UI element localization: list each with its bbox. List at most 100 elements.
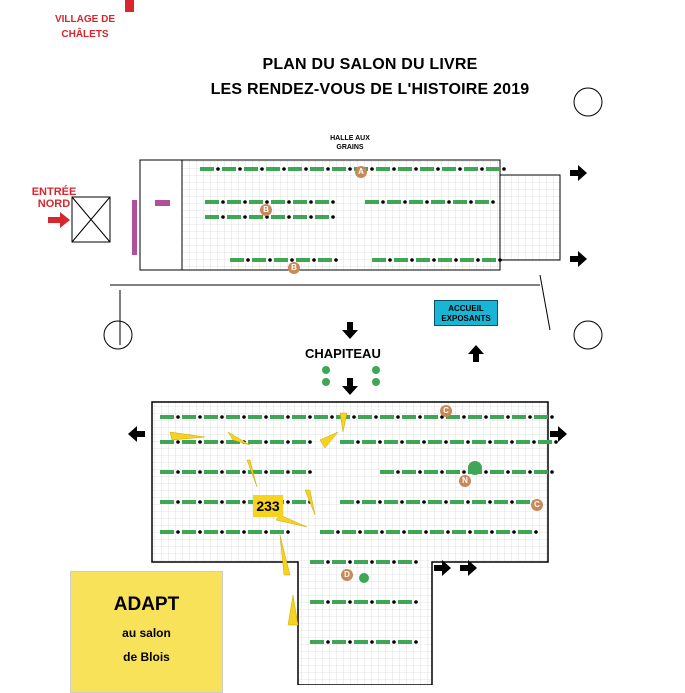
stand xyxy=(402,415,416,419)
stand xyxy=(182,530,196,534)
stand xyxy=(512,415,526,419)
pillar xyxy=(446,530,450,534)
stand xyxy=(472,500,486,504)
pillar xyxy=(290,258,294,262)
pillar xyxy=(550,415,554,419)
stand xyxy=(534,470,548,474)
stand xyxy=(200,167,214,171)
pillar xyxy=(422,440,426,444)
pillar xyxy=(220,470,224,474)
pillar xyxy=(326,640,330,644)
chapiteau-label: CHAPITEAU xyxy=(305,346,381,361)
pillar xyxy=(469,200,473,204)
stand xyxy=(204,500,218,504)
stand xyxy=(446,415,460,419)
stand xyxy=(438,258,452,262)
pillar xyxy=(356,440,360,444)
stand xyxy=(376,600,390,604)
stand xyxy=(486,167,500,171)
pillar xyxy=(476,258,480,262)
pillar xyxy=(491,200,495,204)
stand xyxy=(204,530,218,534)
stand xyxy=(160,530,174,534)
stand xyxy=(205,200,219,204)
pillar xyxy=(286,500,290,504)
pillar xyxy=(216,167,220,171)
pillar xyxy=(466,440,470,444)
stand xyxy=(226,415,240,419)
stand xyxy=(204,470,218,474)
stand xyxy=(292,470,306,474)
pillar xyxy=(370,640,374,644)
pillar xyxy=(447,200,451,204)
pillar xyxy=(370,560,374,564)
pillar xyxy=(436,167,440,171)
pillar xyxy=(264,415,268,419)
stand xyxy=(475,200,489,204)
stand xyxy=(384,500,398,504)
pillar xyxy=(396,470,400,474)
stand xyxy=(292,440,306,444)
pillar xyxy=(221,215,225,219)
stand xyxy=(420,167,434,171)
pillar xyxy=(286,440,290,444)
stand xyxy=(464,167,478,171)
pillar xyxy=(243,215,247,219)
pillar xyxy=(554,440,558,444)
stand xyxy=(490,470,504,474)
stand xyxy=(402,470,416,474)
zone-b-marker: B xyxy=(260,204,272,216)
stand xyxy=(494,500,508,504)
stand xyxy=(270,530,284,534)
pillar xyxy=(358,530,362,534)
stand xyxy=(398,167,412,171)
stand xyxy=(230,258,244,262)
pillar xyxy=(454,258,458,262)
stand xyxy=(424,415,438,419)
pillar xyxy=(506,415,510,419)
stand xyxy=(226,530,240,534)
stand xyxy=(332,167,346,171)
pillar xyxy=(264,530,268,534)
pillar xyxy=(484,470,488,474)
pillar xyxy=(198,500,202,504)
pillar xyxy=(381,200,385,204)
pillar xyxy=(334,258,338,262)
pillar xyxy=(550,470,554,474)
pillar xyxy=(425,200,429,204)
stand xyxy=(386,530,400,534)
stand xyxy=(204,415,218,419)
pillar xyxy=(264,440,268,444)
pillar xyxy=(400,500,404,504)
stand xyxy=(204,440,218,444)
stand xyxy=(270,470,284,474)
stand xyxy=(205,215,219,219)
pillar xyxy=(422,500,426,504)
pillar xyxy=(242,500,246,504)
stand xyxy=(310,640,324,644)
pillar xyxy=(326,560,330,564)
pillar xyxy=(400,440,404,444)
pillar xyxy=(242,415,246,419)
stand xyxy=(424,470,438,474)
pillar xyxy=(488,500,492,504)
stand xyxy=(227,200,241,204)
pillar xyxy=(410,258,414,262)
pillar xyxy=(308,415,312,419)
stand xyxy=(431,200,445,204)
pillar xyxy=(176,415,180,419)
stand xyxy=(296,258,310,262)
pillar xyxy=(374,415,378,419)
pillar xyxy=(348,640,352,644)
pillar xyxy=(348,167,352,171)
pillar xyxy=(308,470,312,474)
stand xyxy=(380,470,394,474)
stand xyxy=(315,215,329,219)
pillar xyxy=(282,167,286,171)
pillar xyxy=(378,500,382,504)
pillar xyxy=(418,470,422,474)
stand xyxy=(452,530,466,534)
